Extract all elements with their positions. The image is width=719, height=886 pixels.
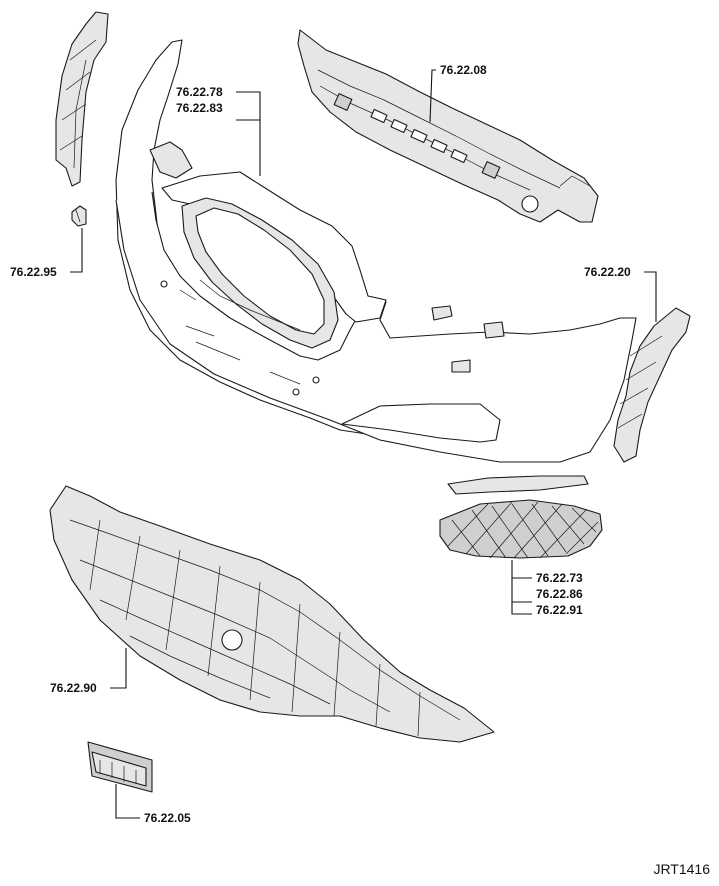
bumper-reinforcement: [297, 29, 599, 223]
licence-plate-bracket: [87, 741, 153, 793]
callout-grille-frame: 76.22.78 76.22.83: [176, 84, 223, 116]
callout-fog-grille: 76.22.73 76.22.86 76.22.91: [536, 570, 583, 618]
bumper-clip: [71, 205, 87, 227]
callout-grille-frame-a: 76.22.78: [176, 85, 223, 99]
callout-rh-bracket: 76.22.20: [584, 265, 631, 279]
callout-fog-grille-b: 76.22.86: [536, 587, 583, 601]
bumper-cover: [115, 39, 637, 463]
fog-lamp-trim: [447, 475, 589, 495]
callout-undertray: 76.22.90: [50, 681, 97, 695]
diagram-reference: JRT1416: [653, 861, 710, 877]
callout-plate-bracket: 76.22.05: [144, 811, 191, 825]
lh-bumper-bracket: [55, 11, 109, 187]
undertray: [49, 485, 495, 743]
leader-lines: [70, 69, 657, 819]
callout-lh-bracket-clip: 76.22.95: [10, 265, 57, 279]
fog-lamp-grille: [439, 499, 603, 559]
callout-bumper-reinforcement: 76.22.08: [440, 63, 487, 77]
callout-fog-grille-c: 76.22.91: [536, 603, 583, 617]
callout-grille-frame-b: 76.22.83: [176, 101, 223, 115]
rh-bumper-bracket: [613, 307, 691, 463]
callout-fog-grille-a: 76.22.73: [536, 571, 583, 585]
